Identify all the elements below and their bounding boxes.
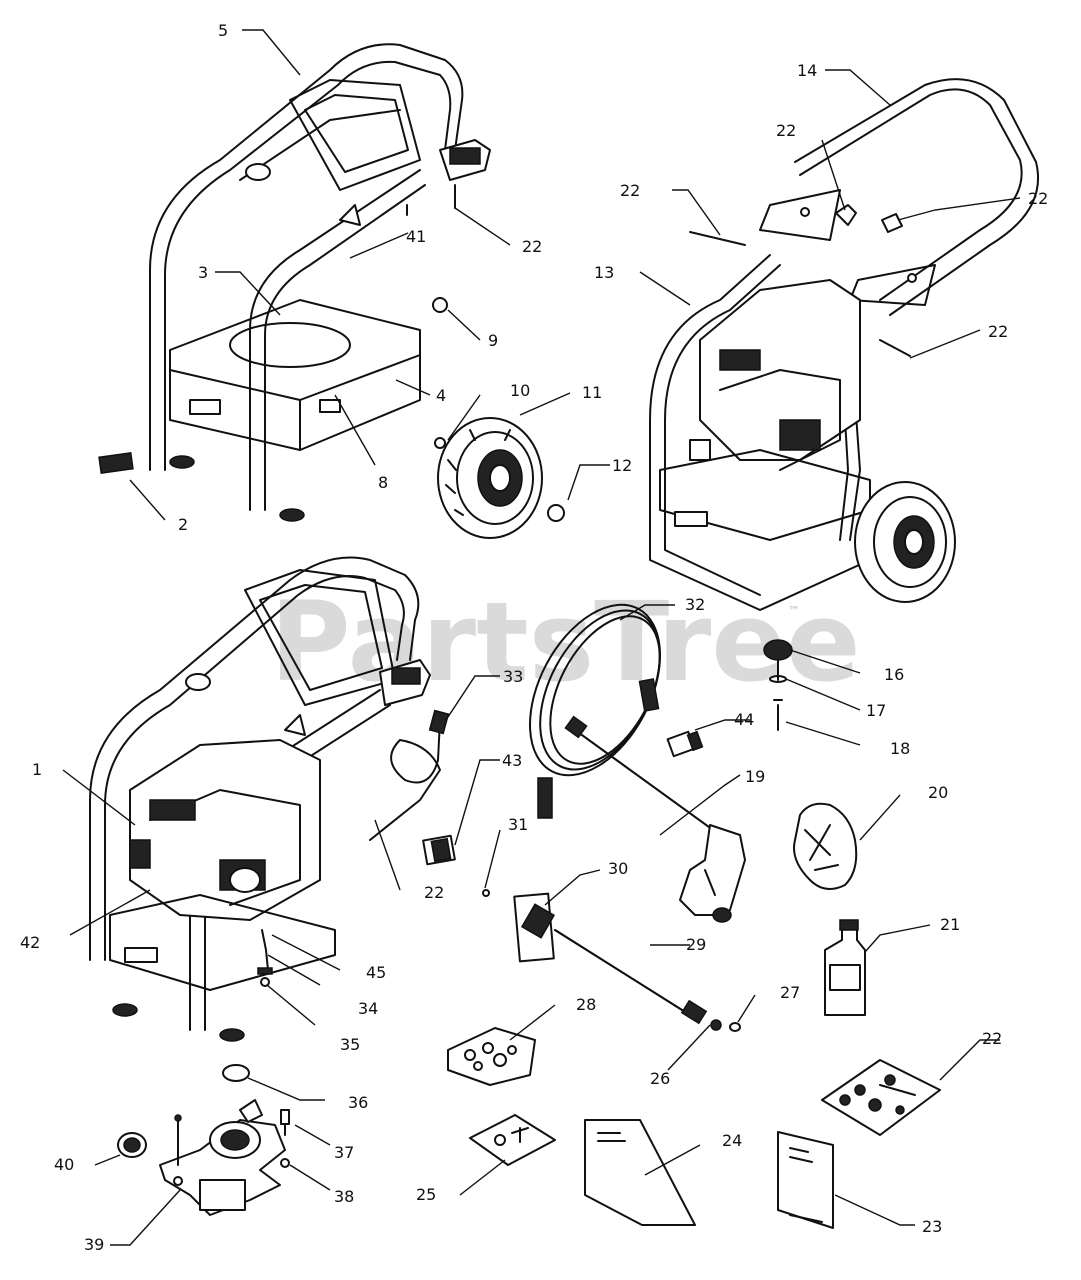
callout-label: 17 <box>866 701 886 720</box>
manual-24 <box>584 1119 696 1226</box>
frame-assembly <box>98 43 491 522</box>
seal-kit-28 <box>447 1027 536 1086</box>
callout-label: 25 <box>416 1185 436 1204</box>
callout-label: 20 <box>928 783 948 802</box>
callout-label: 22 <box>982 1029 1002 1048</box>
callout-label: 37 <box>334 1143 354 1162</box>
callout-label: 33 <box>503 667 523 686</box>
watermark: PartsTree <box>270 578 861 706</box>
callout-label: 18 <box>890 739 910 758</box>
callout-label: 36 <box>348 1093 368 1112</box>
callout-label: 31 <box>508 815 528 834</box>
callout-label: 35 <box>340 1035 360 1054</box>
callout-label: 40 <box>54 1155 74 1174</box>
callout-label: 32 <box>685 595 705 614</box>
card-25 <box>469 1114 556 1166</box>
callout-label: 28 <box>576 995 596 1014</box>
callout-label: 23 <box>922 1217 942 1236</box>
callout-label: 24 <box>722 1131 742 1150</box>
callout-label: 22 <box>776 121 796 140</box>
manual-23 <box>777 1131 834 1229</box>
callout-label: 22 <box>620 181 640 200</box>
callout-label: 3 <box>198 263 208 282</box>
hardware-kit-22 <box>821 1059 941 1136</box>
nozzle-44 <box>666 730 704 758</box>
callout-label: 34 <box>358 999 378 1018</box>
pickup-tube-33 <box>369 709 450 841</box>
callout-label: 26 <box>650 1069 670 1088</box>
hose-32 <box>529 603 661 819</box>
callout-label: 43 <box>502 751 522 770</box>
callout-label: 10 <box>510 381 530 400</box>
handle-assembly <box>689 78 1040 357</box>
callout-label: 41 <box>406 227 426 246</box>
callout-label: 13 <box>594 263 614 282</box>
callout-label: 12 <box>612 456 632 475</box>
main-unit <box>89 556 431 1042</box>
spray-gun-19 <box>564 715 746 923</box>
watermark-trademark: ™ <box>788 604 800 618</box>
callout-label: 2 <box>178 515 188 534</box>
adapter-43 <box>422 834 456 866</box>
callout-label: 22 <box>988 322 1008 341</box>
callout-label: 14 <box>797 61 817 80</box>
callout-label: 4 <box>436 386 446 405</box>
callout-label: 44 <box>734 710 754 729</box>
callout-labels: 5 22 41 3 9 10 11 4 8 12 2 14 22 22 22 1… <box>20 21 1048 1254</box>
cap-40 <box>117 1132 147 1158</box>
callout-label: 22 <box>424 883 444 902</box>
callout-label: 11 <box>582 383 602 402</box>
callout-label: 21 <box>940 915 960 934</box>
wand-29 <box>513 892 708 1025</box>
callout-label: 30 <box>608 859 628 878</box>
ball-31 <box>482 889 490 897</box>
callout-label: 42 <box>20 933 40 952</box>
nozzle-tip-27 <box>729 1022 741 1032</box>
leader-lines <box>62 29 1021 1246</box>
callout-label: 19 <box>745 767 765 786</box>
callout-label: 29 <box>686 935 706 954</box>
oil-bottle-21 <box>824 919 866 1016</box>
o-ring-36 <box>222 1064 250 1082</box>
callout-label: 45 <box>366 963 386 982</box>
wheel-11 <box>437 417 543 539</box>
callout-label: 38 <box>334 1187 354 1206</box>
o-ring-26 <box>710 1019 722 1031</box>
callout-label: 16 <box>884 665 904 684</box>
callout-label: 22 <box>1028 189 1048 208</box>
holster-20 <box>793 802 858 890</box>
callout-label: 1 <box>32 760 42 779</box>
callout-label: 39 <box>84 1235 104 1254</box>
callout-label: 9 <box>488 331 498 350</box>
hub-cap-12 <box>547 504 565 522</box>
callout-label: 22 <box>522 237 542 256</box>
wheel-top-right <box>854 481 956 603</box>
assembled-unit-top <box>649 254 871 731</box>
pump-assembly <box>159 1099 290 1216</box>
callout-label: 5 <box>218 21 228 40</box>
callout-label: 8 <box>378 473 388 492</box>
callout-label: 27 <box>780 983 800 1002</box>
